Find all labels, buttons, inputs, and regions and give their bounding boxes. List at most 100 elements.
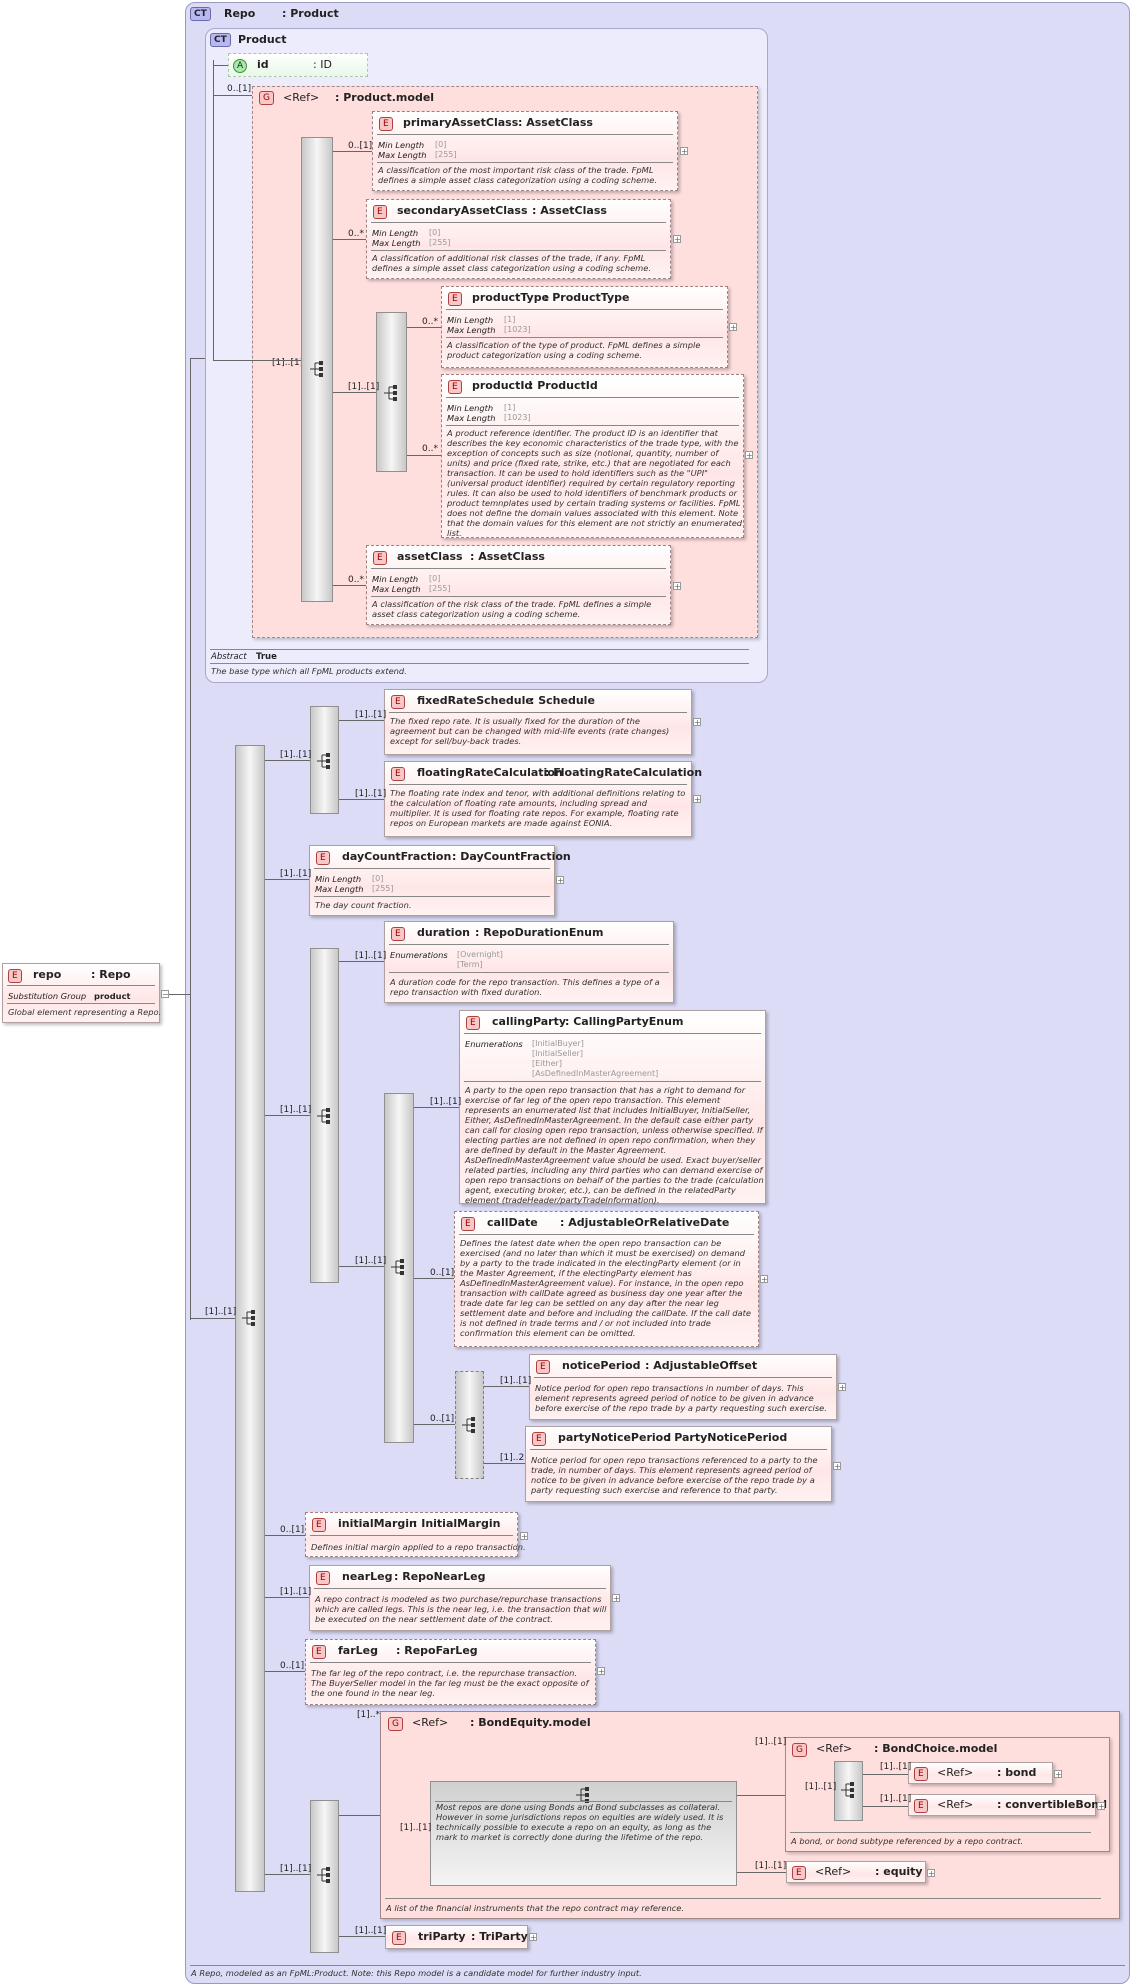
expand-icon[interactable]: + bbox=[838, 1383, 846, 1392]
element-desc: The floating rate index and tenor, with … bbox=[390, 788, 686, 828]
repo-type-footer: A Repo, modeled as an FpML:Product. Note… bbox=[191, 1968, 642, 1978]
expand-icon[interactable]: + bbox=[529, 1933, 537, 1942]
expand-icon[interactable]: + bbox=[556, 876, 564, 885]
element-desc: A product reference identifier. The prod… bbox=[447, 428, 743, 538]
assetClass-element[interactable]: E assetClass : AssetClass Min Length [0]… bbox=[366, 545, 671, 625]
facet-label: Min Length bbox=[372, 574, 419, 584]
sequence-icon bbox=[317, 1867, 330, 1883]
expand-icon[interactable]: + bbox=[612, 1594, 620, 1603]
expand-icon[interactable]: + bbox=[597, 1667, 605, 1676]
expand-icon[interactable]: + bbox=[1097, 1802, 1105, 1811]
expand-icon[interactable]: + bbox=[1054, 1770, 1062, 1779]
element-badge: E bbox=[792, 1866, 806, 1880]
facet-label: Enumerations bbox=[390, 950, 448, 960]
expand-icon[interactable]: + bbox=[760, 1275, 768, 1284]
card-label: [1]..[1] bbox=[400, 1823, 432, 1833]
fixedRateSchedule-element[interactable]: E fixedRateSchedule : Schedule The fixed… bbox=[384, 689, 692, 755]
expand-icon[interactable]: + bbox=[833, 1462, 841, 1471]
element-desc: Notice period for open repo transactions… bbox=[531, 1455, 818, 1495]
group-type: : BondEquity.model bbox=[470, 1716, 591, 1729]
card-label: [1]..[1] bbox=[880, 1762, 912, 1772]
expand-icon[interactable]: + bbox=[673, 582, 681, 591]
repo-root-element[interactable]: E repo : Repo Substitution Group product… bbox=[2, 963, 161, 1023]
element-badge: E bbox=[392, 1931, 406, 1945]
facet-label: Max Length bbox=[447, 325, 496, 335]
expand-icon[interactable]: + bbox=[927, 1869, 935, 1878]
group-desc: A list of the financial instruments that… bbox=[386, 1903, 685, 1913]
card-label: [1]..[1] bbox=[355, 1926, 387, 1936]
sequence-icon bbox=[462, 1417, 475, 1433]
element-badge: E bbox=[914, 1799, 928, 1813]
noticePeriod-element[interactable]: E noticePeriod : AdjustableOffset Notice… bbox=[529, 1354, 837, 1420]
group-badge: G bbox=[792, 1743, 807, 1757]
convertibleBond-ref-element[interactable]: E <Ref> : convertibleBond bbox=[908, 1794, 1107, 1816]
duration-element[interactable]: E duration : RepoDurationEnum Enumeratio… bbox=[384, 921, 674, 1003]
product-desc: The base type which all FpML products ex… bbox=[211, 666, 407, 676]
element-badge: E bbox=[316, 1571, 330, 1585]
primaryAssetClass-element[interactable]: E primaryAssetClass : AssetClass Min Len… bbox=[372, 111, 678, 191]
expand-icon[interactable]: + bbox=[745, 451, 753, 460]
product-model-card: 0..[1] bbox=[227, 84, 252, 94]
group-ref: <Ref> bbox=[816, 1742, 853, 1755]
sequence-icon bbox=[384, 385, 397, 401]
abstract-value: True bbox=[256, 652, 277, 662]
card-label: [1]..[1] bbox=[205, 1307, 237, 1317]
element-name: dayCountFraction bbox=[342, 850, 452, 863]
facet-value: [1023] bbox=[504, 413, 531, 422]
facet-label: Enumerations bbox=[465, 1039, 523, 1049]
ref-label: <Ref> bbox=[937, 1766, 974, 1779]
element-type: : AdjustableOrRelativeDate bbox=[560, 1216, 730, 1229]
element-name: secondaryAssetClass bbox=[397, 204, 528, 217]
expand-icon[interactable]: + bbox=[693, 795, 701, 804]
expand-icon[interactable]: + bbox=[520, 1532, 528, 1541]
expand-icon[interactable]: − bbox=[161, 990, 169, 999]
initialMargin-element[interactable]: E initialMargin : InitialMargin Defines … bbox=[305, 1512, 526, 1557]
instrument-sequence[interactable] bbox=[310, 1800, 339, 1953]
equity-ref-element[interactable]: E <Ref> : equity bbox=[786, 1861, 926, 1883]
choice-icon bbox=[841, 1782, 854, 1798]
id-attribute[interactable]: A id : ID bbox=[228, 53, 368, 77]
root-type: : Repo bbox=[91, 968, 131, 981]
facet-label: Min Length bbox=[372, 228, 419, 238]
secondaryAssetClass-element[interactable]: E secondaryAssetClass : AssetClass Min L… bbox=[366, 199, 671, 279]
floatingRateCalculation-element[interactable]: E floatingRateCalculation : FloatingRate… bbox=[384, 761, 702, 837]
callingParty-element[interactable]: E callingParty : CallingPartyEnum Enumer… bbox=[459, 1010, 766, 1205]
element-desc: Defines initial margin applied to a repo… bbox=[311, 1542, 526, 1552]
expand-icon[interactable]: + bbox=[673, 235, 681, 244]
element-badge: E bbox=[316, 851, 330, 865]
repo-type-base: : Product bbox=[282, 7, 339, 20]
expand-icon[interactable]: + bbox=[729, 323, 737, 332]
dayCountFraction-element[interactable]: E dayCountFraction : DayCountFraction Mi… bbox=[309, 845, 571, 916]
bond-choice-box[interactable]: Most repos are done using Bonds and Bond… bbox=[430, 1781, 737, 1886]
expand-icon[interactable]: + bbox=[680, 147, 688, 156]
inner-sequence[interactable] bbox=[376, 312, 407, 472]
productType-element[interactable]: E productType : ProductType Min Length [… bbox=[441, 286, 728, 368]
callDate-element[interactable]: E callDate : AdjustableOrRelativeDate De… bbox=[454, 1211, 759, 1347]
complex-type-badge: CT bbox=[210, 33, 231, 47]
partyNoticePeriod-element[interactable]: E partyNoticePeriod : PartyNoticePeriod … bbox=[525, 1426, 832, 1502]
facet-value: [Overnight] bbox=[457, 950, 503, 959]
element-badge: E bbox=[8, 969, 22, 983]
choice-desc: Most repos are done using Bonds and Bond… bbox=[436, 1802, 724, 1842]
card-label: [1]..[1] bbox=[355, 951, 387, 961]
facet-value: [255] bbox=[429, 238, 451, 247]
card-label: [1]..[1] bbox=[755, 1861, 787, 1871]
element-desc: A duration code for the repo transaction… bbox=[390, 977, 660, 997]
triParty-element[interactable]: E triParty : TriParty bbox=[385, 1925, 528, 1949]
facet-label: Max Length bbox=[315, 884, 364, 894]
main-sequence[interactable] bbox=[235, 745, 265, 1892]
rate-choice[interactable] bbox=[310, 706, 339, 814]
bond-inner-choice[interactable] bbox=[834, 1761, 863, 1821]
group-type: : BondChoice.model bbox=[874, 1742, 998, 1755]
expand-icon[interactable]: + bbox=[693, 718, 701, 727]
nearLeg-element[interactable]: E nearLeg : RepoNearLeg A repo contract … bbox=[309, 1565, 611, 1631]
bond-ref-element[interactable]: E <Ref> : bond bbox=[908, 1762, 1053, 1784]
element-name: initialMargin bbox=[338, 1517, 417, 1530]
productId-element[interactable]: E productId : ProductId Min Length [1] M… bbox=[441, 374, 744, 538]
element-name: assetClass bbox=[397, 550, 463, 563]
card-label: [1]..[1] bbox=[355, 710, 387, 720]
open-repo-sequence[interactable] bbox=[384, 1093, 414, 1443]
card-label: 0..* bbox=[348, 229, 364, 239]
farLeg-element[interactable]: E farLeg : RepoFarLeg The far leg of the… bbox=[305, 1639, 596, 1705]
element-badge: E bbox=[379, 117, 393, 131]
